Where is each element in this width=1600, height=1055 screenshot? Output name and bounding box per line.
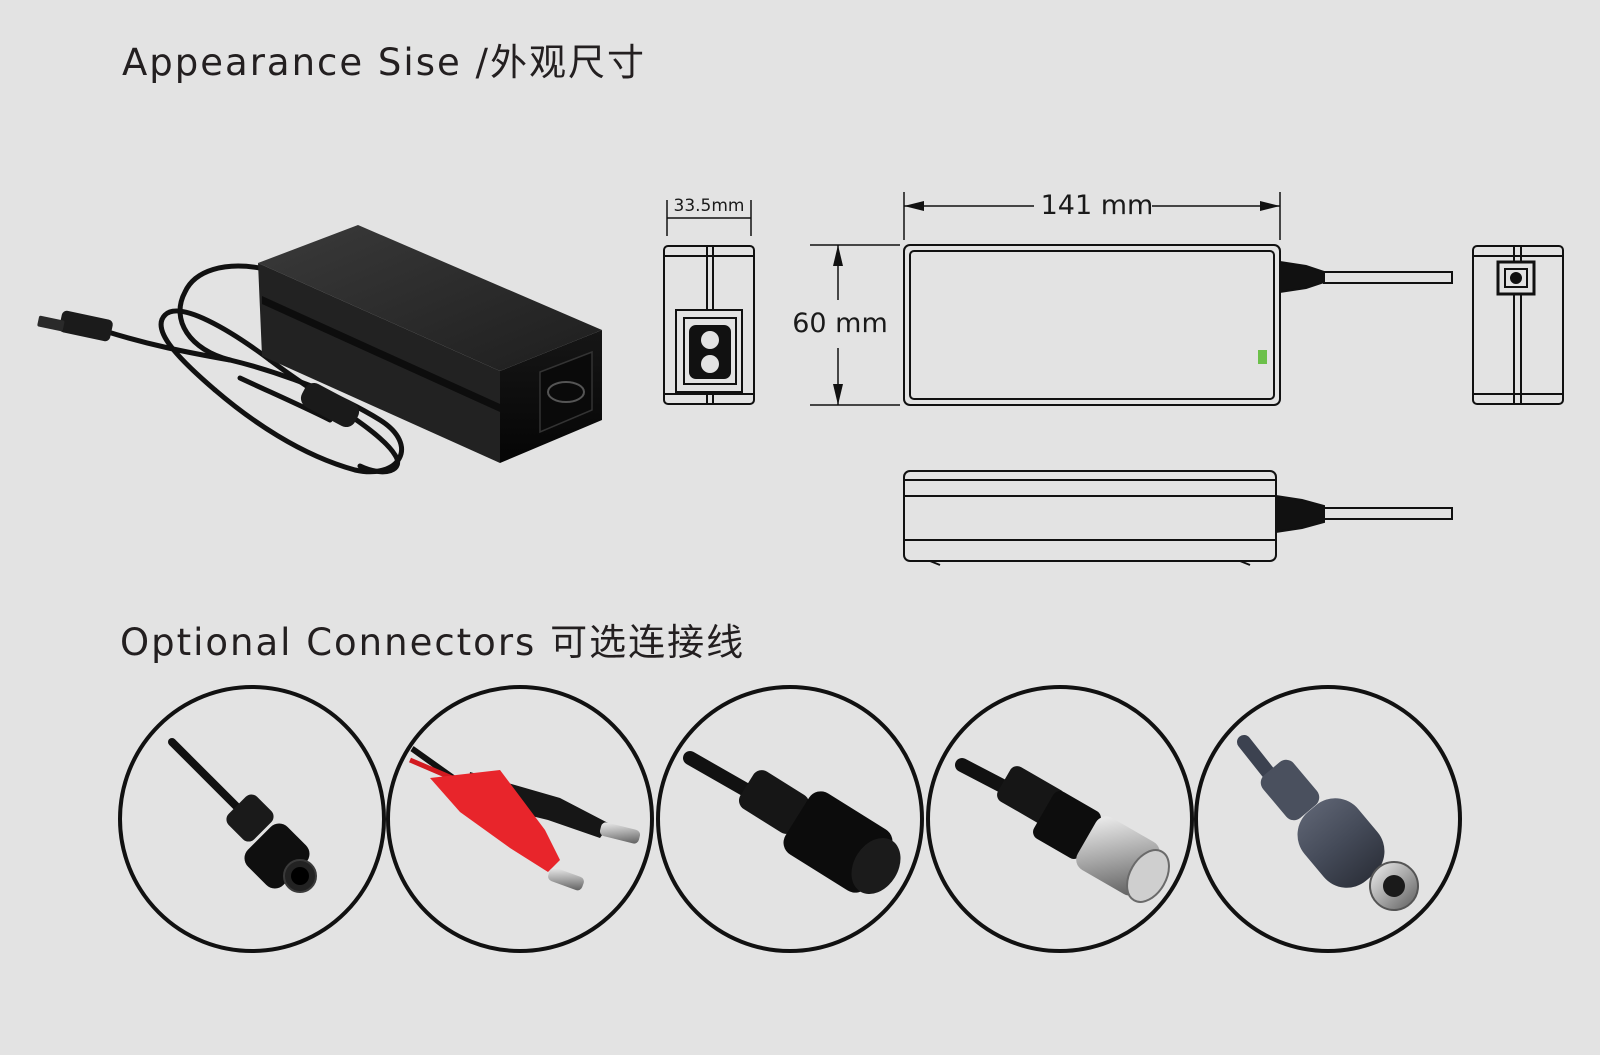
- xlr-male-icon: [955, 758, 1170, 903]
- adapter-product-icon: [37, 225, 602, 475]
- length-dimension: [903, 192, 1281, 240]
- length-label: 141 mm: [1041, 190, 1154, 221]
- optional-connectors-title: Optional Connectors 可选连接线: [120, 621, 746, 664]
- top-view-drawing: [903, 244, 1453, 406]
- width-label: 33.5mm: [674, 196, 745, 216]
- connector-frame: [656, 685, 924, 953]
- width-dimension: [666, 200, 752, 236]
- front-view-drawing: [903, 470, 1453, 566]
- side-view-drawing: [663, 245, 755, 405]
- round-3pin-plug-icon: [168, 738, 317, 893]
- connector-frame: [118, 685, 386, 953]
- height-dimension: [810, 244, 900, 406]
- alligator-clips-icon: [398, 737, 641, 891]
- appearance-size-title: Appearance Sise /外观尺寸: [122, 41, 646, 84]
- led-indicator: [1258, 350, 1267, 364]
- end-view-drawing: [1472, 245, 1564, 405]
- gray-round-plug-icon: [1237, 735, 1419, 911]
- connector-frame: [1194, 685, 1462, 953]
- connector-frame: [386, 685, 654, 953]
- xlr-female-icon: [683, 751, 901, 894]
- connector-frame: [926, 685, 1194, 953]
- height-label: 60 mm: [792, 308, 888, 339]
